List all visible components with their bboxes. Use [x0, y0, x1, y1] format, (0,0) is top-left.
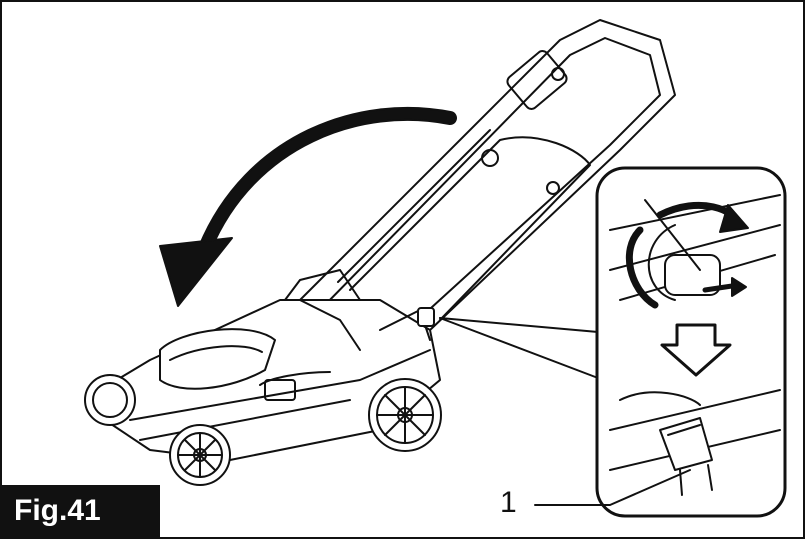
mower-body — [99, 269, 441, 461]
wheel-rear-left — [84, 374, 136, 426]
mower-handle — [299, 19, 676, 331]
callout-leader — [534, 469, 691, 506]
inset-leader-lines — [417, 307, 599, 379]
callout-number: 1 — [500, 486, 517, 519]
detail-inset — [595, 166, 787, 518]
figure-label: Fig.41 — [2, 485, 160, 537]
wheel-front-left — [169, 424, 231, 486]
rotation-arrow-icon — [159, 106, 457, 307]
down-arrow-icon — [660, 323, 732, 377]
wheel-rear-right — [368, 378, 442, 452]
